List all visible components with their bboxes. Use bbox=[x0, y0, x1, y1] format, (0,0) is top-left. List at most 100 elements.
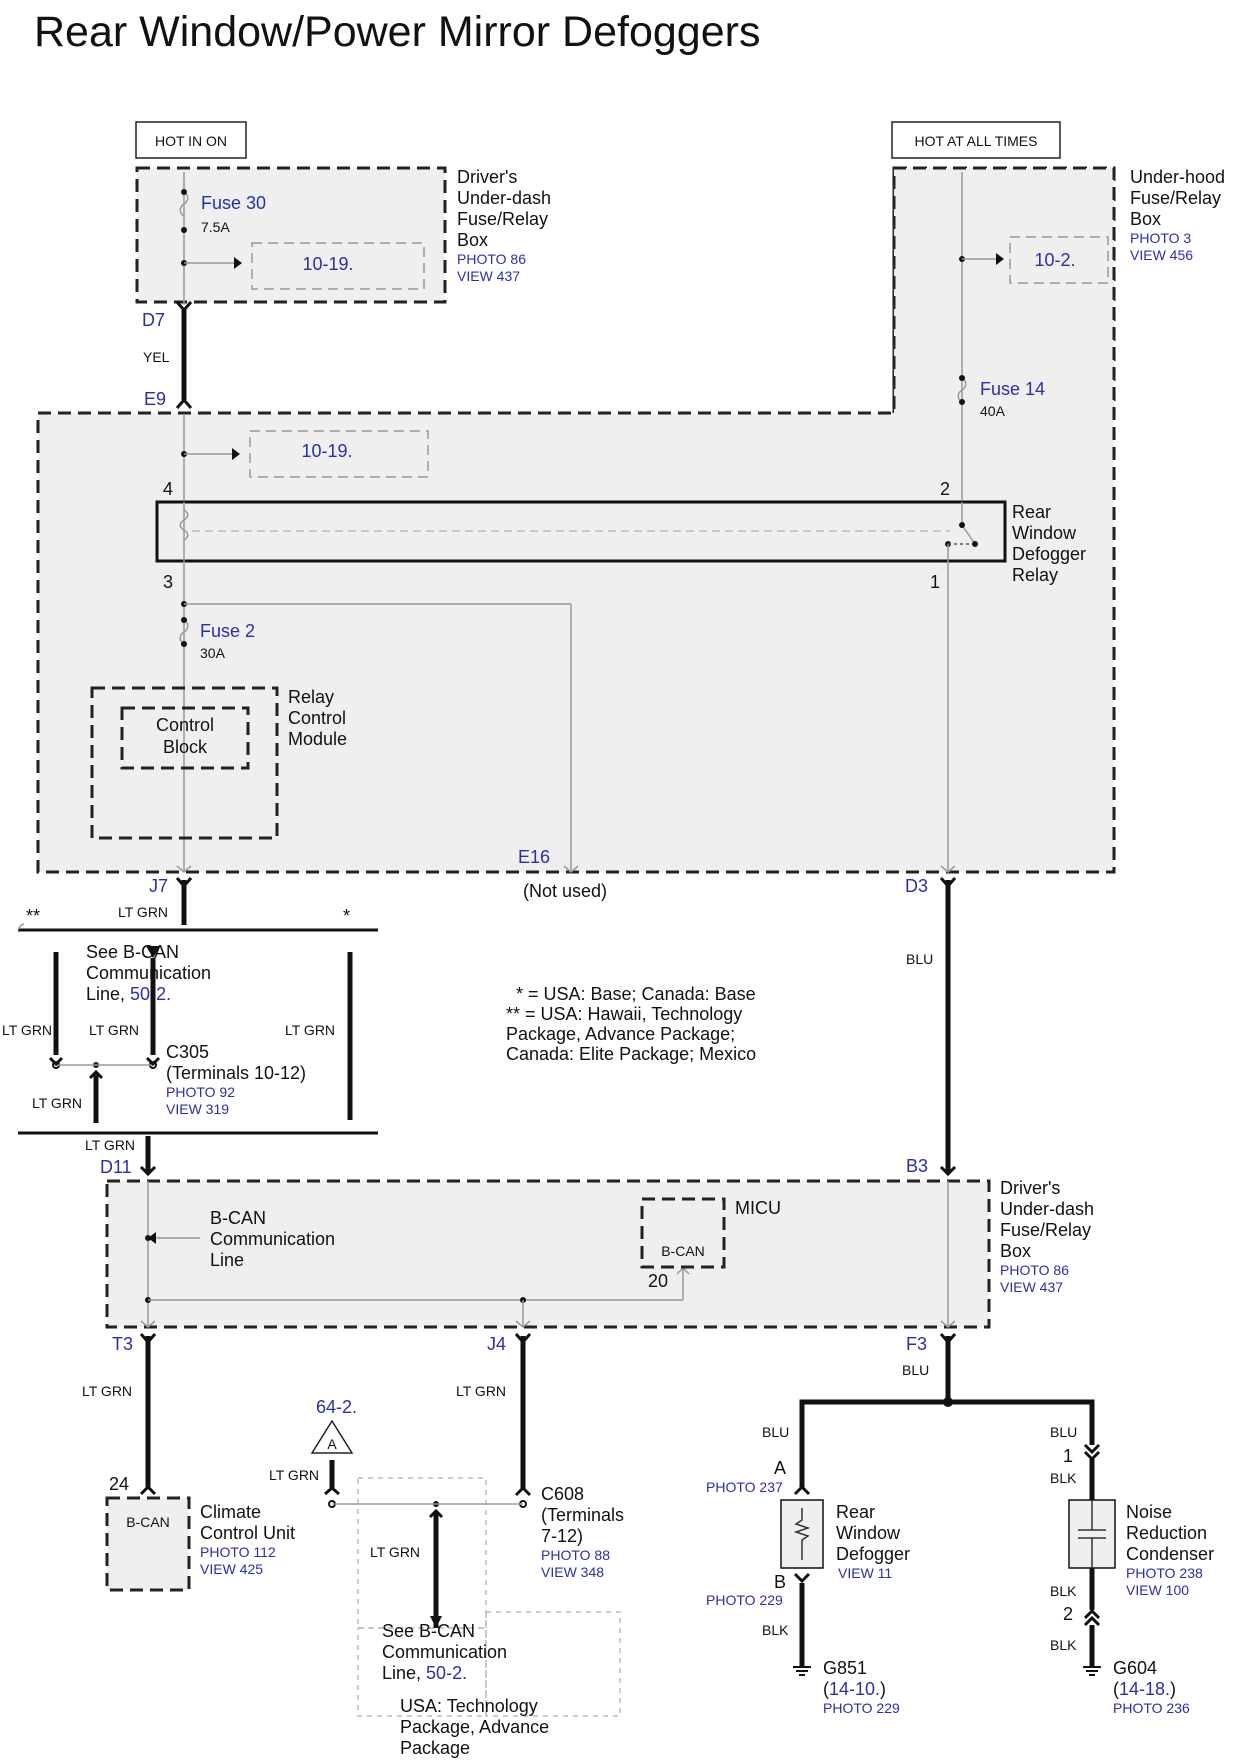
wire-blu-d3: BLU bbox=[906, 951, 933, 967]
drivers-box-l3: Fuse/Relay bbox=[457, 209, 548, 229]
wire-blu-right: BLU bbox=[1050, 1424, 1077, 1440]
connector-d7: D7 bbox=[142, 310, 165, 330]
wire-blu-left: BLU bbox=[762, 1424, 789, 1440]
wire-ltgrn-left: LT GRN bbox=[2, 1022, 52, 1038]
triangle-ref-icon bbox=[310, 1419, 354, 1454]
underhood-photo[interactable]: PHOTO 3 bbox=[1130, 230, 1191, 246]
wire-blu-f3: BLU bbox=[902, 1362, 929, 1378]
micu-module bbox=[640, 1197, 726, 1269]
note-2: ** = USA: Hawaii, Technology bbox=[506, 1004, 742, 1024]
fuse-2-rating: 30A bbox=[200, 645, 226, 661]
wire-ltgrn-mid: LT GRN bbox=[89, 1022, 139, 1038]
defogger-view[interactable]: VIEW 11 bbox=[838, 1565, 892, 1581]
c608-photo[interactable]: PHOTO 88 bbox=[541, 1547, 610, 1563]
micu-view[interactable]: VIEW 437 bbox=[1000, 1279, 1063, 1295]
relay-switch-icon bbox=[961, 524, 976, 545]
ground-g851-photo[interactable]: PHOTO 229 bbox=[823, 1700, 900, 1716]
micu-pin-20: 20 bbox=[648, 1271, 668, 1291]
ground-icon bbox=[793, 1666, 811, 1676]
c608-see3: Line, 50-2. bbox=[382, 1663, 467, 1683]
relay-control-module bbox=[90, 686, 279, 840]
climate-control-unit bbox=[105, 1496, 191, 1592]
not-used-label: (Not used) bbox=[523, 881, 607, 901]
underhood-l1: Under-hood bbox=[1130, 167, 1225, 187]
c608-see2: Communication bbox=[382, 1642, 507, 1662]
c305-terms: (Terminals 10-12) bbox=[166, 1063, 306, 1083]
drivers-box-l4: Box bbox=[457, 230, 488, 250]
rcm-l3: Module bbox=[288, 729, 347, 749]
c305-name: C305 bbox=[166, 1042, 209, 1062]
wire-ltgrn-c608: LT GRN bbox=[370, 1544, 420, 1560]
connector-e16: E16 bbox=[518, 847, 550, 867]
c608-view[interactable]: VIEW 348 bbox=[541, 1564, 604, 1580]
underhood-view[interactable]: VIEW 456 bbox=[1130, 247, 1193, 263]
c608-t2: 7-12) bbox=[541, 1526, 583, 1546]
c305-see2: Communication bbox=[86, 963, 211, 983]
micu-bcan-l3: Line bbox=[210, 1250, 244, 1270]
drivers-box-l2: Under-dash bbox=[457, 188, 551, 208]
condenser-l1: Noise bbox=[1126, 1502, 1172, 1522]
c305-see1: See B-CAN bbox=[86, 942, 179, 962]
c305-view[interactable]: VIEW 319 bbox=[166, 1101, 229, 1117]
relay-coil-icon bbox=[179, 509, 189, 541]
control-block-l2: Block bbox=[163, 737, 208, 757]
climate-l1: Climate bbox=[200, 1502, 261, 1522]
wire-blk-cond2: BLK bbox=[1050, 1583, 1077, 1599]
micu-box-l2: Under-dash bbox=[1000, 1199, 1094, 1219]
note-1: * = USA: Base; Canada: Base bbox=[516, 984, 756, 1004]
c305-star2: ** bbox=[26, 906, 40, 926]
drivers-box-photo[interactable]: PHOTO 86 bbox=[457, 251, 526, 267]
hot-at-all-times-label bbox=[891, 121, 1061, 159]
micu-bcan: B-CAN bbox=[661, 1243, 705, 1259]
condenser-photo[interactable]: PHOTO 238 bbox=[1126, 1565, 1203, 1581]
climate-photo[interactable]: PHOTO 112 bbox=[200, 1544, 276, 1560]
wire-ltgrn-d11: LT GRN bbox=[85, 1137, 135, 1153]
c608-link-50-2[interactable]: 50-2. bbox=[426, 1663, 467, 1683]
c305-photo[interactable]: PHOTO 92 bbox=[166, 1084, 235, 1100]
climate-view[interactable]: VIEW 425 bbox=[200, 1561, 263, 1577]
drivers-box-view[interactable]: VIEW 437 bbox=[457, 268, 520, 284]
arrow-icon bbox=[234, 257, 242, 269]
ref-10-19-top-text[interactable]: 10-19. bbox=[302, 254, 353, 274]
defogger-photo-b[interactable]: PHOTO 229 bbox=[706, 1592, 783, 1608]
wire-ltgrn-642: LT GRN bbox=[269, 1467, 319, 1483]
capacitor-icon bbox=[1078, 1500, 1106, 1568]
ref-10-2-text[interactable]: 10-2. bbox=[1034, 250, 1075, 270]
control-block bbox=[120, 706, 250, 770]
ground-g604-ref: (14-18.) bbox=[1113, 1679, 1176, 1699]
condenser-view[interactable]: VIEW 100 bbox=[1126, 1582, 1189, 1598]
fuse-30-rating: 7.5A bbox=[201, 219, 230, 235]
fuse-2-symbol bbox=[179, 619, 189, 645]
micu-box-l3: Fuse/Relay bbox=[1000, 1220, 1091, 1240]
micu-box-l1: Driver's bbox=[1000, 1178, 1060, 1198]
wire-blk-cond1: BLK bbox=[1050, 1470, 1077, 1486]
ref-10-2[interactable] bbox=[1009, 236, 1109, 284]
condenser-l2: Reduction bbox=[1126, 1523, 1207, 1543]
ref-10-19-mid[interactable] bbox=[249, 430, 429, 478]
ref-10-19-mid-text[interactable]: 10-19. bbox=[301, 441, 352, 461]
underhood-l2: Fuse/Relay bbox=[1130, 188, 1221, 208]
wire-ltgrn-j4: LT GRN bbox=[456, 1383, 506, 1399]
defogger-l2: Window bbox=[836, 1523, 901, 1543]
micu-box-l4: Box bbox=[1000, 1241, 1031, 1261]
micu-fuse-box bbox=[105, 1179, 991, 1329]
micu-photo[interactable]: PHOTO 86 bbox=[1000, 1262, 1069, 1278]
ground-g604-photo[interactable]: PHOTO 236 bbox=[1113, 1700, 1190, 1716]
drivers-box-l1: Driver's bbox=[457, 167, 517, 187]
relay-l4: Relay bbox=[1012, 565, 1058, 585]
defogger-photo-a[interactable]: PHOTO 237 bbox=[706, 1479, 783, 1495]
ground-icon bbox=[1083, 1666, 1101, 1676]
connector-d3: D3 bbox=[905, 876, 928, 896]
c305-see3: Line, 50-2. bbox=[86, 984, 171, 1004]
fuse-30-name: Fuse 30 bbox=[201, 193, 266, 213]
connector-d11: D11 bbox=[100, 1157, 132, 1177]
defogger-l3: Defogger bbox=[836, 1544, 910, 1564]
fuse-14-name: Fuse 14 bbox=[980, 379, 1045, 399]
micu-bcan-l2: Communication bbox=[210, 1229, 335, 1249]
wire-ltgrn-j7: LT GRN bbox=[118, 904, 168, 920]
ref-10-19-top[interactable] bbox=[251, 242, 425, 290]
c608-see1: See B-CAN bbox=[382, 1621, 475, 1641]
ref-64-2[interactable]: 64-2. bbox=[316, 1397, 357, 1417]
c305-star1: * bbox=[343, 906, 350, 926]
